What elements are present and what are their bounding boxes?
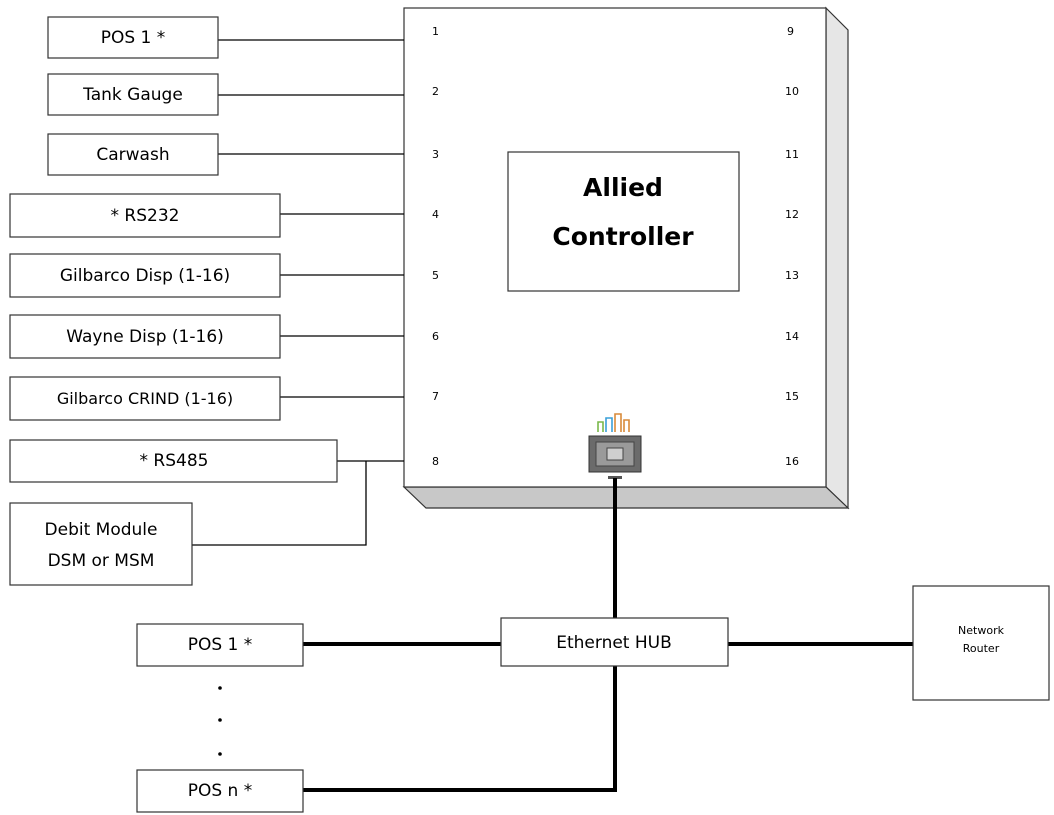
port-number: 7 bbox=[432, 390, 439, 403]
controller-title-line1: Allied bbox=[583, 173, 663, 202]
device-label: * RS232 bbox=[111, 206, 180, 226]
port-number: 11 bbox=[785, 148, 799, 161]
device-label: Tank Gauge bbox=[82, 85, 183, 105]
pos-ellipsis bbox=[218, 686, 222, 756]
port-number: 10 bbox=[785, 85, 799, 98]
port-number: 15 bbox=[785, 390, 799, 403]
posn-terminal: POS n * bbox=[136, 769, 304, 813]
ports-left: 1 2 3 4 5 6 7 8 bbox=[432, 25, 439, 468]
pos1-terminal: POS 1 * bbox=[136, 623, 304, 667]
ethernet-hub: Ethernet HUB bbox=[500, 617, 729, 667]
port-number: 3 bbox=[432, 148, 439, 161]
device-label: Carwash bbox=[96, 145, 169, 165]
router-label-line1: Network bbox=[958, 624, 1005, 637]
device-debit-module: Debit Module DSM or MSM bbox=[9, 502, 193, 586]
device-rs485: * RS485 bbox=[9, 439, 338, 483]
router-label-line2: Router bbox=[963, 642, 1000, 655]
device-label: * RS485 bbox=[140, 451, 209, 471]
device-tank-gauge: Tank Gauge bbox=[47, 73, 219, 116]
controller-title-line2: Controller bbox=[552, 222, 694, 251]
port-number: 16 bbox=[785, 455, 799, 468]
port-number: 8 bbox=[432, 455, 439, 468]
port-number: 12 bbox=[785, 208, 799, 221]
device-label: Wayne Disp (1-16) bbox=[66, 327, 224, 347]
ports-right: 9 10 11 12 13 14 15 16 bbox=[785, 25, 799, 468]
serial-connectors bbox=[192, 39, 404, 546]
port-number: 4 bbox=[432, 208, 439, 221]
device-label-line1: Debit Module bbox=[45, 520, 158, 540]
port-number: 1 bbox=[432, 25, 439, 38]
device-wayne-disp: Wayne Disp (1-16) bbox=[9, 314, 281, 359]
device-gilbarco-crind: Gilbarco CRIND (1-16) bbox=[9, 376, 281, 421]
network-router: Network Router bbox=[912, 585, 1050, 701]
device-pos1-serial: POS 1 * bbox=[47, 16, 219, 59]
port-number: 13 bbox=[785, 269, 799, 282]
port-number: 2 bbox=[432, 85, 439, 98]
port-number: 14 bbox=[785, 330, 799, 343]
ethernet-connectors bbox=[303, 478, 913, 792]
port-number: 5 bbox=[432, 269, 439, 282]
device-label: Gilbarco Disp (1-16) bbox=[60, 266, 230, 286]
port-number: 9 bbox=[787, 25, 794, 38]
port-number: 6 bbox=[432, 330, 439, 343]
device-gilbarco-disp: Gilbarco Disp (1-16) bbox=[9, 253, 281, 298]
ethernet-port-icon bbox=[588, 413, 642, 479]
pos1-label: POS 1 * bbox=[188, 635, 253, 655]
controller-title-box: Allied Controller bbox=[507, 151, 740, 292]
device-label: POS 1 * bbox=[101, 28, 166, 48]
hub-label: Ethernet HUB bbox=[556, 633, 672, 653]
device-rs232: * RS232 bbox=[9, 193, 281, 238]
device-label-line2: DSM or MSM bbox=[48, 551, 155, 571]
device-carwash: Carwash bbox=[47, 133, 219, 176]
device-label: Gilbarco CRIND (1-16) bbox=[57, 389, 233, 408]
posn-label: POS n * bbox=[188, 781, 253, 801]
